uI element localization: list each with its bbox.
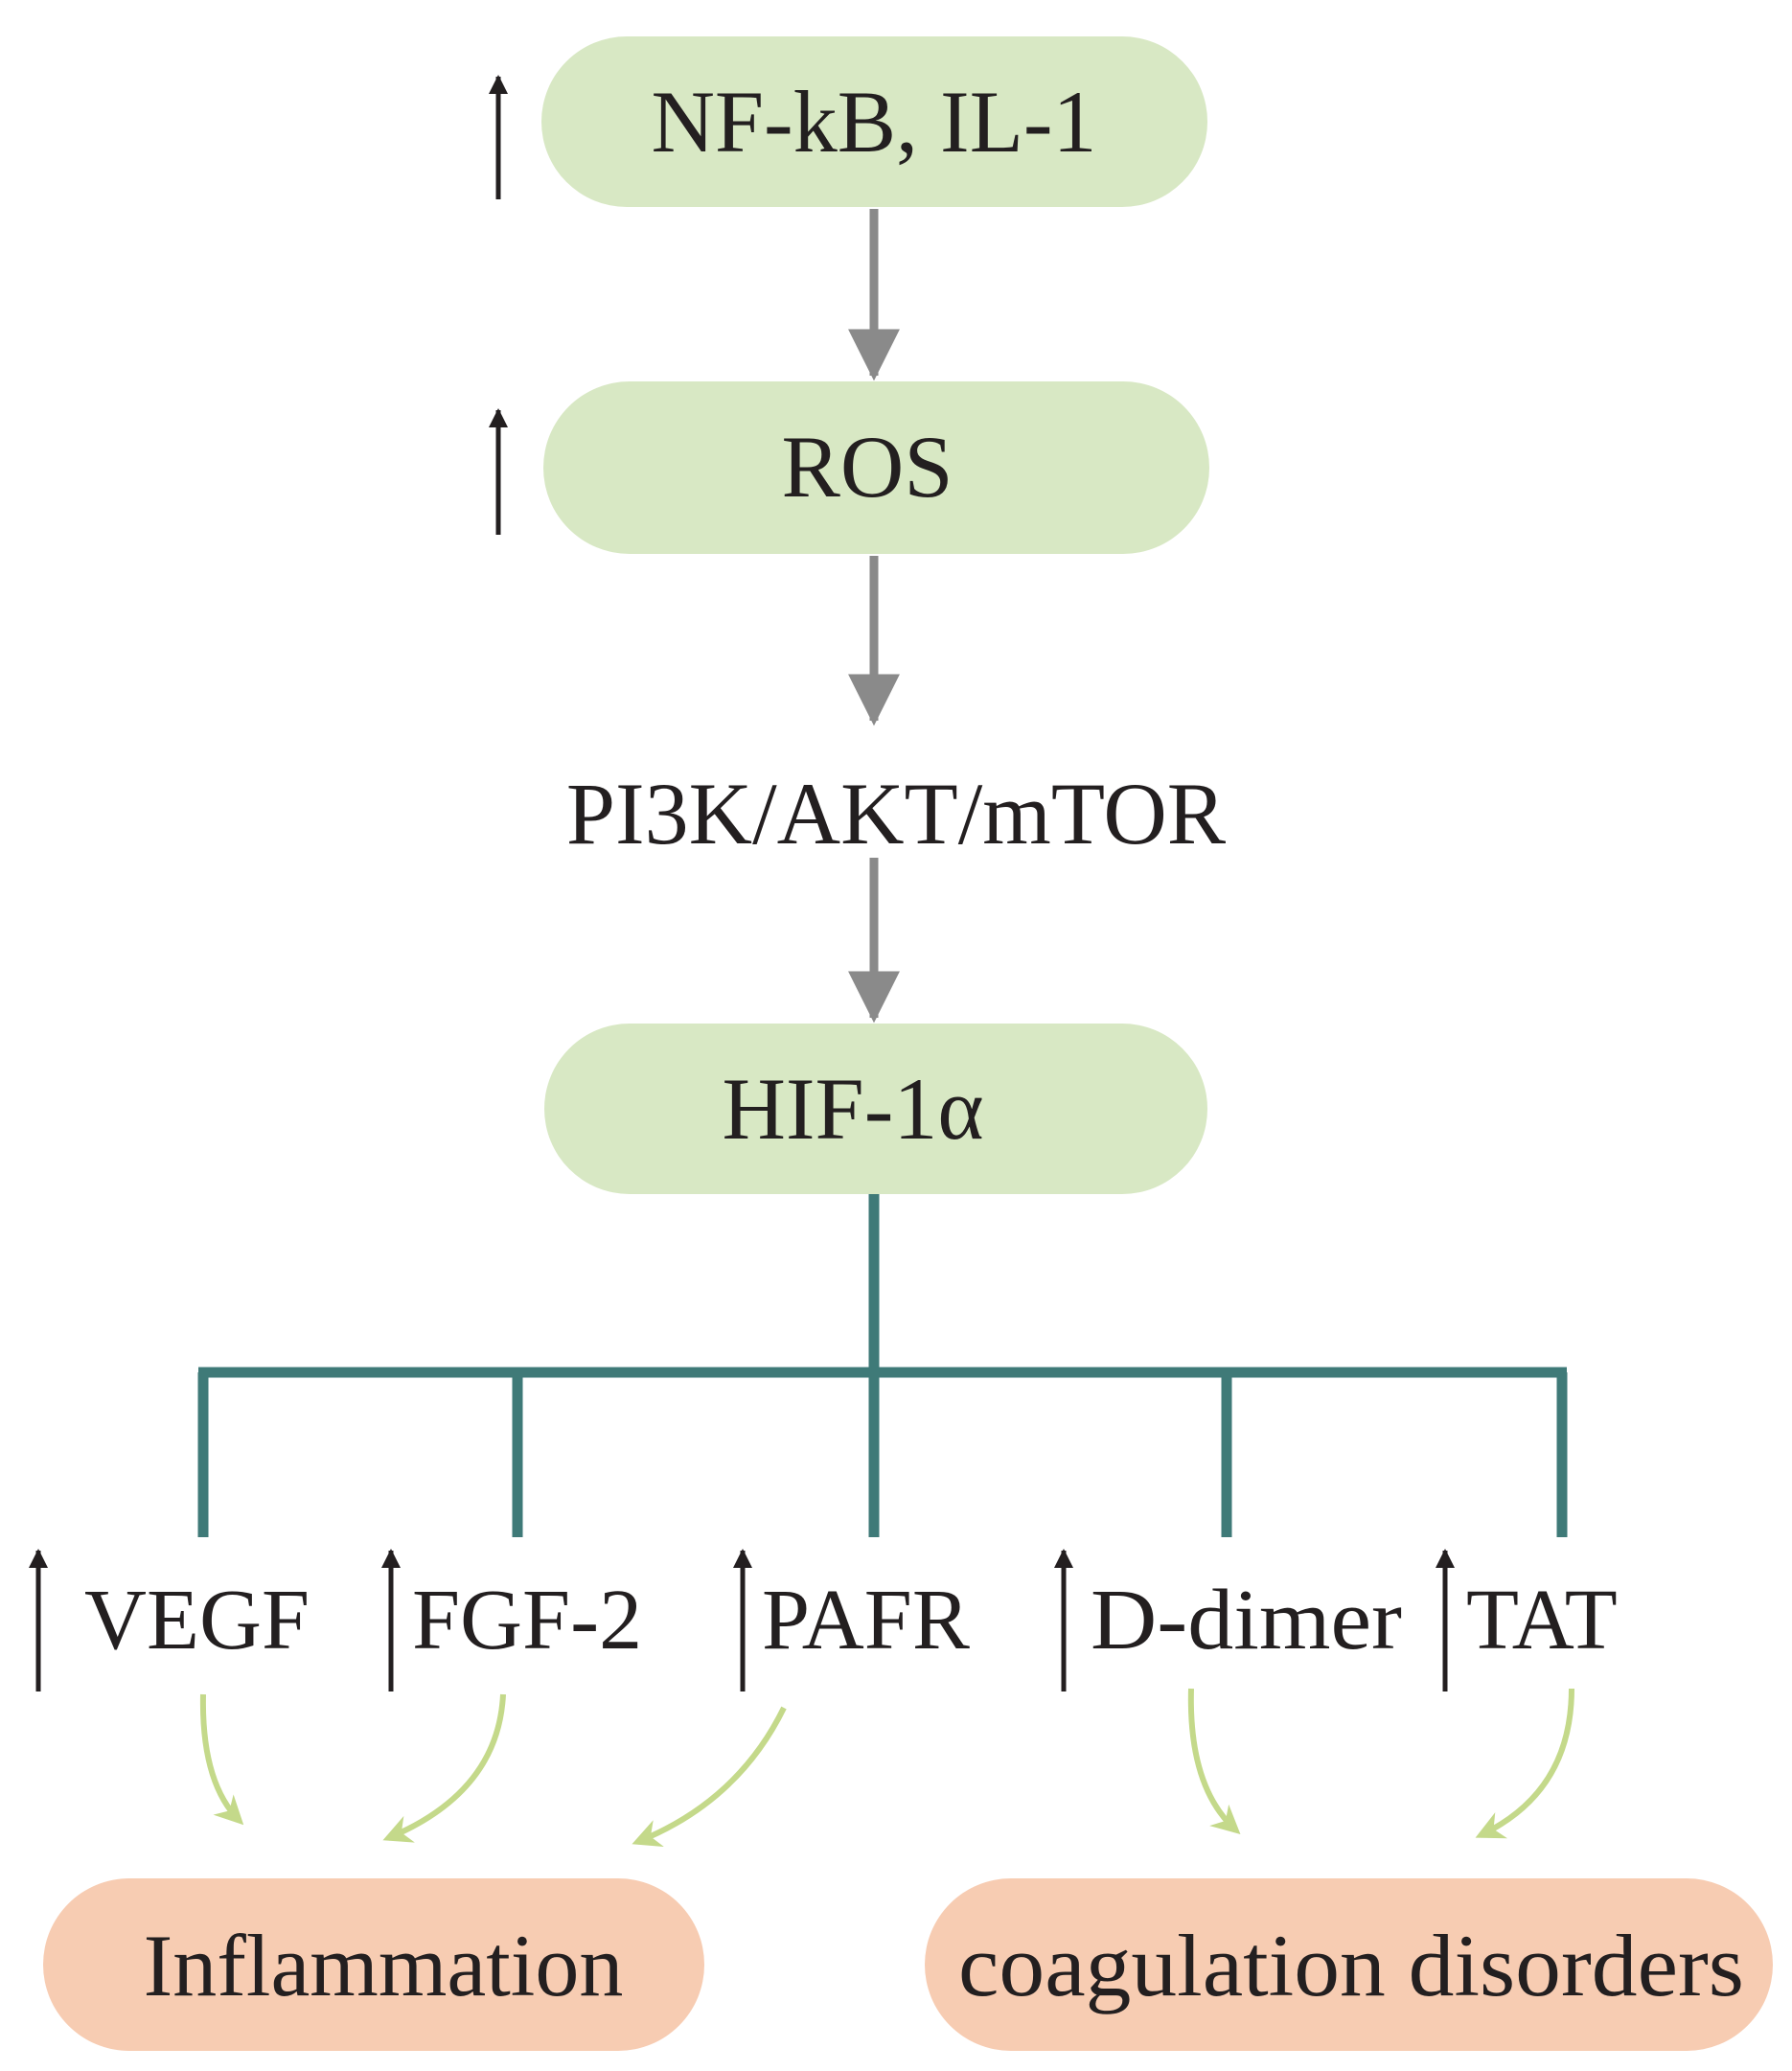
- ddimer-to-coagulation-arrow: [1187, 1688, 1241, 1835]
- outcome-arrows: [199, 1688, 1574, 1848]
- nfkb-il1-node: [541, 36, 1207, 207]
- nfkb-il1-label: NF-kB, IL-1: [651, 73, 1096, 171]
- tat-to-coagulation-arrow: [1475, 1688, 1574, 1839]
- vegf-label: VEGF: [84, 1573, 310, 1668]
- pi3k-akt-mtor-label: PI3K/AKT/mTOR: [566, 765, 1227, 863]
- inflammation-label: Inflammation: [144, 1917, 624, 2014]
- ros-label: ROS: [782, 418, 953, 516]
- vegf-to-inflammation-arrow: [199, 1693, 244, 1826]
- hif-target-branches: [197, 1194, 1568, 1537]
- d-dimer-label: D-dimer: [1091, 1573, 1402, 1668]
- coagulation-disorders-node: [925, 1878, 1773, 2051]
- ros-node: [543, 381, 1209, 554]
- hif1a-label: HIF-1α: [722, 1060, 983, 1158]
- tat-label: TAT: [1466, 1573, 1618, 1668]
- hif1a-node: [544, 1024, 1207, 1194]
- fgf2-to-inflammation-arrow: [382, 1693, 506, 1843]
- pafr-label: PAFR: [762, 1573, 970, 1668]
- fgf2-label: FGF-2: [412, 1573, 642, 1668]
- inflammation-node: [43, 1878, 704, 2051]
- coagulation-disorders-label: coagulation disorders: [958, 1917, 1744, 2014]
- pafr-to-inflammation-arrow: [632, 1706, 787, 1848]
